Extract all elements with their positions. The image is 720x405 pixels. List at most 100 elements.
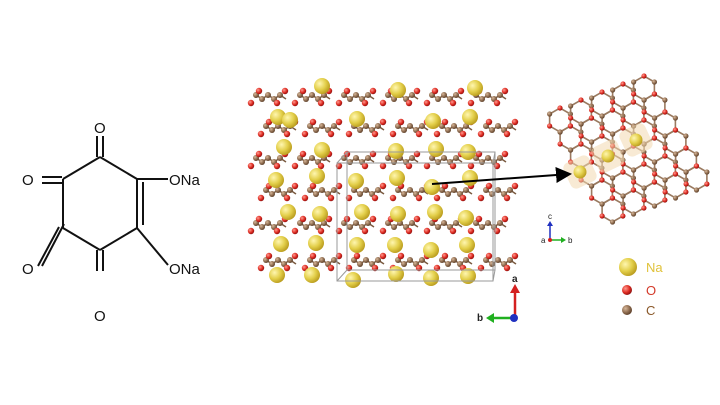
sodium-atom <box>345 272 361 288</box>
inset-axis-label-c: c <box>548 212 552 221</box>
oxygen-atom <box>379 118 387 126</box>
oxygen-atom <box>672 171 679 177</box>
carbon-atom <box>401 261 407 267</box>
oxygen-atom <box>641 153 647 159</box>
carbon-atom <box>589 139 595 145</box>
carbon-atom <box>409 155 415 161</box>
carbon-atom <box>353 155 359 161</box>
sodium-atom <box>387 237 403 253</box>
atom-label-o-top: O <box>94 120 106 137</box>
oxygen-atom <box>467 252 475 260</box>
sodium-atom <box>389 170 405 186</box>
sodium-atom <box>268 172 284 188</box>
oxygen-atom <box>578 97 584 103</box>
sodium-atom <box>388 266 404 282</box>
oxygen-atom <box>620 117 626 123</box>
carbon-atom <box>599 113 605 119</box>
oxygen-atom <box>283 130 291 138</box>
carbon-atom <box>375 187 381 193</box>
oxygen-atom <box>641 197 647 203</box>
atom-label-o-lower-left: O <box>22 261 34 278</box>
carbon-atom <box>662 133 668 139</box>
oxygen-atom <box>501 87 509 95</box>
sodium-atom <box>349 237 365 253</box>
carbon-atom <box>265 92 271 98</box>
oxygen-atom <box>651 135 658 141</box>
oxygen-atom <box>301 194 309 202</box>
main-axes: a b <box>477 274 520 324</box>
atom-label-ona-upper: ONa <box>169 172 201 189</box>
oxygen-atom <box>673 163 679 169</box>
sodium-atom <box>460 268 476 284</box>
oxygen-atom <box>477 130 485 138</box>
carbon-atom <box>365 155 371 161</box>
oxygen-atom <box>379 162 387 170</box>
sodium-atom <box>462 170 478 186</box>
carbon-atom <box>495 187 501 193</box>
sodium-atom <box>424 179 440 195</box>
oxygen-atom <box>423 99 431 107</box>
molecule-edge-on <box>257 118 299 138</box>
carbon-atom <box>489 261 495 267</box>
carbon-atom <box>662 177 668 183</box>
sodium-atom <box>314 142 330 158</box>
oxygen-atom <box>652 127 658 133</box>
oxygen-atom <box>503 264 511 272</box>
carbon-atom <box>578 121 584 127</box>
oxygen-atom <box>379 227 387 235</box>
molecule-edge-on <box>477 182 519 202</box>
carbon-atom <box>287 187 293 193</box>
carbon-atom <box>277 155 283 161</box>
oxygen-atom <box>299 87 307 95</box>
oxygen-atom <box>599 213 605 219</box>
carbon-atom <box>391 224 397 230</box>
carbon-atom <box>275 257 281 263</box>
molecule-edge-on <box>423 87 465 107</box>
oxygen-atom <box>433 194 441 202</box>
sodium-atom <box>348 173 364 189</box>
molecule-edge-on <box>247 215 289 235</box>
sodium-atom <box>273 236 289 252</box>
oxygen-atom <box>283 264 291 272</box>
oxygen-atom <box>641 73 647 79</box>
crystal-packing <box>247 78 519 288</box>
oxygen-atom <box>379 99 387 107</box>
sodium-atom <box>425 113 441 129</box>
carbon-atom <box>479 224 485 230</box>
oxygen-atom <box>503 194 511 202</box>
oxygen-atom <box>672 127 679 133</box>
oxygen-atom <box>599 133 605 139</box>
oxygen-atom <box>301 130 309 138</box>
sodium-atom <box>423 270 439 286</box>
oxygen-atom <box>361 162 369 170</box>
oxygen-atom <box>662 197 668 203</box>
carbon-atom <box>589 183 595 189</box>
carbon-atom <box>319 257 325 263</box>
oxygen-atom <box>501 215 509 223</box>
sodium-atom <box>270 109 286 125</box>
oxygen-atom <box>630 99 637 105</box>
oxygen-atom <box>704 181 710 187</box>
carbon-atom <box>631 167 637 173</box>
carbon-atom <box>269 261 275 267</box>
carbon-atom <box>419 123 425 129</box>
sodium-atom <box>462 109 478 125</box>
carbon-atom <box>409 92 415 98</box>
carbon-atom <box>631 79 637 85</box>
carbon-atom <box>365 92 371 98</box>
carbon-atom <box>391 159 397 165</box>
molecule-edge-on <box>247 87 289 107</box>
carbon-atom <box>445 191 451 197</box>
legend-label-o: O <box>646 283 656 298</box>
carbon-atom <box>441 155 447 161</box>
carbon-atom <box>265 155 271 161</box>
oxygen-atom <box>369 215 377 223</box>
oxygen-atom <box>415 194 423 202</box>
carbon-atom <box>547 111 553 117</box>
oxygen-atom <box>361 99 369 107</box>
molecule-edge-on <box>379 215 421 235</box>
oxygen-atom <box>599 177 605 183</box>
carbon-atom <box>672 195 679 201</box>
oxygen-atom <box>283 194 291 202</box>
carbon-atom <box>353 220 359 226</box>
